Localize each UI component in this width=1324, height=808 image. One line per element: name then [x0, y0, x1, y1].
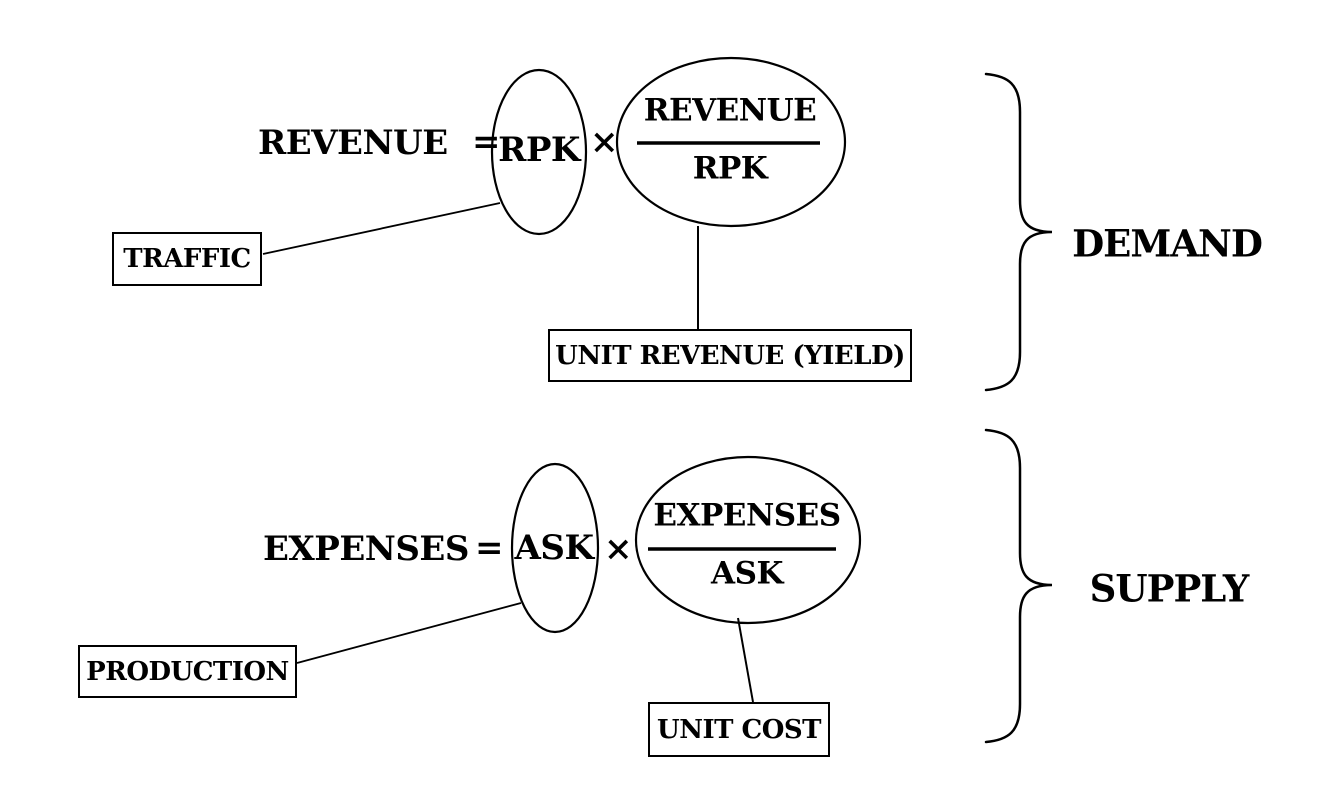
- revenue-equation-lhs: REVENUE: [258, 123, 448, 163]
- traffic-connector-line: [262, 202, 501, 255]
- revenue-equation-times: ×: [590, 122, 619, 162]
- supply-brace: [984, 428, 1053, 744]
- traffic-callout-box: TRAFFIC: [112, 232, 262, 286]
- unit-cost-callout-box: UNIT COST: [648, 702, 830, 757]
- revenue-per-rpk-ellipse: [615, 56, 847, 228]
- expenses-equation-lhs: EXPENSES: [263, 529, 469, 569]
- unit-revenue-callout-box: UNIT REVENUE (YIELD): [548, 329, 912, 382]
- production-callout-box: PRODUCTION: [78, 645, 297, 698]
- revenue-fraction-denominator: RPK: [692, 150, 768, 187]
- revenue-equation-equals: =: [472, 122, 501, 162]
- supply-label: SUPPLY: [1089, 566, 1250, 611]
- demand-label: DEMAND: [1072, 221, 1263, 266]
- expenses-fraction-denominator: ASK: [711, 555, 783, 592]
- ask-ellipse: [510, 462, 600, 634]
- expenses-equation-times: ×: [604, 529, 633, 569]
- expenses-fraction-numerator: EXPENSES: [653, 497, 841, 534]
- expenses-per-ask-ellipse: [634, 455, 862, 625]
- rpk-factor: RPK: [498, 130, 580, 170]
- production-connector-line: [296, 602, 522, 664]
- revenue-fraction-numerator: REVENUE: [643, 92, 817, 129]
- expenses-equation-equals: =: [475, 528, 504, 568]
- unit-cost-connector-line: [737, 617, 754, 703]
- rpk-ellipse: [490, 68, 588, 236]
- ask-factor: ASK: [514, 528, 594, 568]
- demand-brace: [984, 72, 1053, 392]
